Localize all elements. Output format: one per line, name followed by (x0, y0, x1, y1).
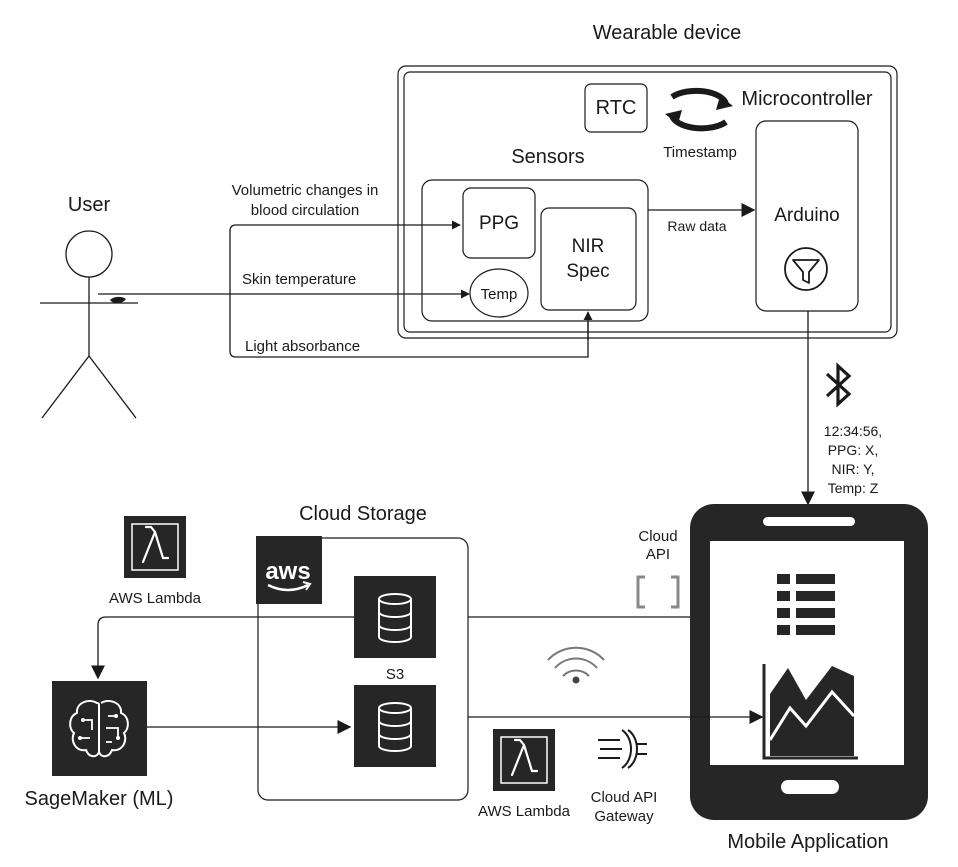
payload-line2: PPG: X, (828, 442, 879, 458)
signal-loop-arrow (229, 220, 589, 358)
aws-logo: aws (256, 536, 322, 604)
bluetooth-icon (825, 362, 852, 408)
volumetric-label-line2: blood circulation (251, 202, 359, 219)
arduino-box (755, 120, 859, 312)
microcontroller-title: Microcontroller (741, 88, 872, 110)
arduino-label: Arduino (774, 205, 840, 226)
nir-spec-label-line1: NIR (572, 236, 605, 257)
sensors-title: Sensors (511, 146, 584, 168)
light-absorbance-label: Light absorbance (245, 338, 360, 355)
ppg-box (462, 187, 536, 259)
gateway-label-line1: Cloud API (591, 789, 658, 806)
lambda-icon-top (124, 516, 186, 578)
temp-label: Temp (481, 286, 518, 303)
rtc-box (584, 83, 648, 133)
timestamp-label: Timestamp (663, 144, 737, 161)
lambda-icon-bottom (493, 729, 555, 791)
list-icon (777, 574, 835, 635)
cloud-api-label-line1: Cloud (638, 528, 677, 545)
s3-to-sagemaker-arrow (91, 616, 354, 680)
sensor-on-wrist-icon (110, 296, 126, 304)
aws-logo-text: aws (265, 558, 310, 585)
database-icon-top (354, 576, 436, 658)
payload-line3: NIR: Y, (831, 461, 874, 477)
sagemaker-brain-icon (52, 681, 147, 776)
gateway-label-line2: Gateway (594, 808, 654, 825)
mobile-application-title: Mobile Application (727, 831, 888, 853)
s3-label: S3 (386, 666, 404, 683)
aws-lambda-bottom-label: AWS Lambda (478, 803, 571, 820)
temp-sensor-ellipse (469, 268, 529, 318)
skin-temperature-label: Skin temperature (242, 271, 356, 288)
database-icon-bottom (354, 685, 436, 767)
wifi-icon (547, 646, 605, 684)
wearable-device-title: Wearable device (593, 22, 742, 44)
aws-lambda-top-label: AWS Lambda (109, 590, 202, 607)
sagemaker-label: SageMaker (ML) (25, 788, 174, 810)
volumetric-label-line1: Volumetric changes in (232, 182, 379, 199)
cycle-arrows-icon (665, 87, 733, 132)
brackets-icon (636, 575, 680, 609)
cloud-api-label-line2: API (646, 546, 670, 563)
payload-line1: 12:34:56, (824, 423, 882, 439)
nir-spec-label-line2: Spec (566, 261, 609, 282)
raw-data-label: Raw data (667, 218, 726, 234)
gateway-icon (598, 729, 647, 769)
cloud-storage-title: Cloud Storage (299, 503, 427, 525)
ppg-label: PPG (479, 213, 519, 234)
mobile-phone (690, 504, 928, 820)
nir-spec-box (540, 207, 637, 311)
user-stick-figure (40, 230, 138, 419)
rtc-label: RTC (596, 97, 637, 119)
user-title: User (68, 194, 111, 216)
area-chart-icon (762, 664, 858, 760)
payload-line4: Temp: Z (828, 480, 879, 496)
funnel-icon (784, 247, 828, 291)
bluetooth-payload-backdrop (815, 420, 891, 496)
